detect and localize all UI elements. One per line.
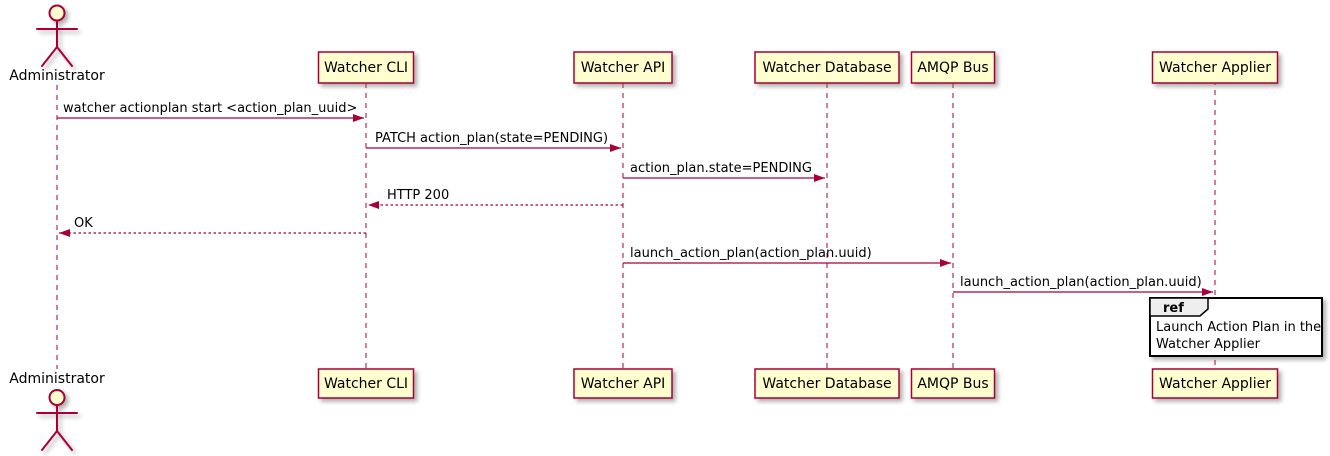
participant-label-watcher-applier-bottom: Watcher Applier [1159, 376, 1271, 392]
participant-label-watcher-api-top: Watcher API [581, 60, 666, 76]
ref-text-line-2: Watcher Applier [1156, 337, 1261, 352]
participant-box-watcher-applier-top [1151, 51, 1279, 84]
ref-keyword-pentagon [1149, 297, 1209, 317]
message-label-http-200: HTTP 200 [387, 188, 449, 203]
participant-box-watcher-api-top [573, 51, 673, 84]
participant-label-watcher-cli-bottom: Watcher CLI [324, 376, 408, 392]
ref-keyword: ref [1163, 301, 1184, 316]
actor-leg-left-icon [41, 46, 58, 67]
message-label-launch-action-plan-amqp: launch_action_plan(action_plan.uuid) [630, 246, 872, 261]
actor-head-icon [48, 4, 66, 22]
lifelines [56, 80, 1216, 369]
participant-box-watcher-database-top [754, 51, 900, 84]
participant-label-watcher-api-bottom: Watcher API [581, 376, 666, 392]
participant-box-amqp-bus-bottom [910, 368, 996, 399]
actor-head-icon [48, 389, 66, 406]
message-label-launch-action-plan-applier: launch_action_plan(action_plan.uuid) [960, 275, 1202, 290]
actor-label-bottom: Administrator [9, 371, 105, 387]
actor-administrator-top [36, 4, 78, 67]
message-label-state-pending: action_plan.state=PENDING [630, 161, 812, 176]
actor-leg-left-icon [41, 430, 58, 451]
actor-leg-right-icon [56, 430, 73, 451]
participants-bottom: Watcher CLI Watcher API Watcher Database… [317, 368, 1279, 399]
ref-text-line-1: Launch Action Plan in the [1156, 320, 1321, 335]
participant-box-watcher-applier-bottom [1151, 368, 1279, 399]
participant-label-amqp-bus-top: AMQP Bus [917, 60, 988, 76]
participant-label-watcher-database-bottom: Watcher Database [762, 376, 891, 392]
message-label-start-actionplan: watcher actionplan start <action_plan_uu… [63, 101, 357, 116]
participant-box-watcher-database-bottom [754, 368, 900, 399]
participant-label-watcher-database-top: Watcher Database [762, 60, 891, 76]
participants-top: Watcher CLI Watcher API Watcher Database… [317, 51, 1279, 84]
participant-box-watcher-cli-top [317, 51, 415, 84]
messages: watcher actionplan start <action_plan_uu… [57, 101, 1213, 296]
participant-box-amqp-bus-top [910, 51, 996, 84]
message-label-patch-action-plan: PATCH action_plan(state=PENDING) [375, 131, 608, 146]
actor-administrator-bottom [36, 389, 78, 451]
ref-fragment: ref Launch Action Plan in the Watcher Ap… [1149, 297, 1323, 357]
participant-box-watcher-api-bottom [573, 368, 673, 399]
actor-leg-right-icon [56, 46, 73, 67]
participant-label-watcher-cli-top: Watcher CLI [324, 60, 408, 76]
participant-label-watcher-applier-top: Watcher Applier [1159, 60, 1271, 76]
participant-label-amqp-bus-bottom: AMQP Bus [917, 376, 988, 392]
actor-label-top: Administrator [9, 68, 105, 84]
participant-box-watcher-cli-bottom [317, 368, 415, 399]
message-label-ok: OK [74, 216, 93, 231]
